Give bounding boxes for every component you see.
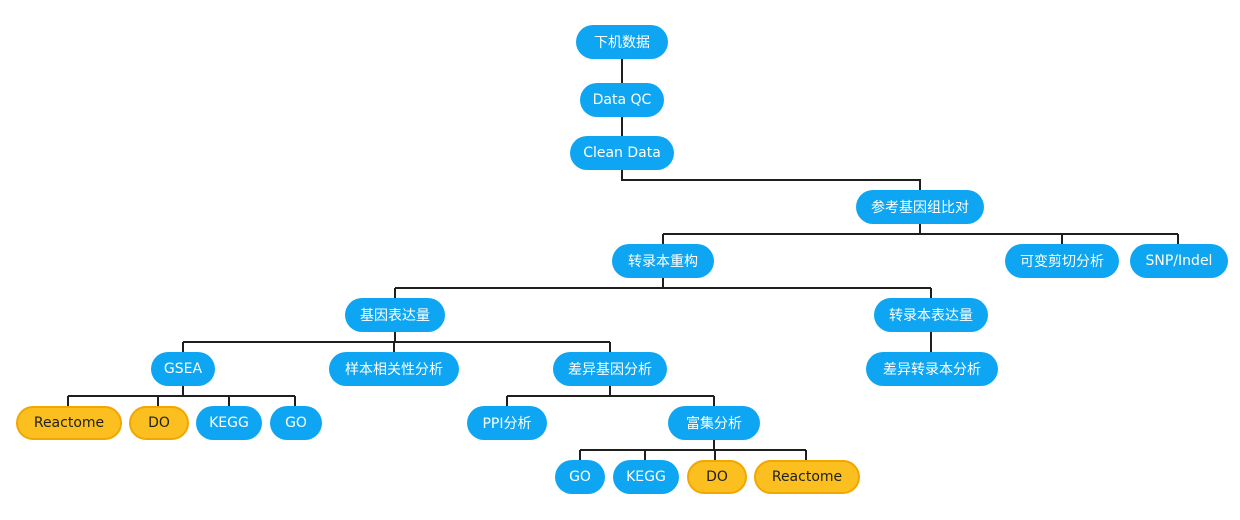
node-transcript-assembly: 转录本重构 [612,244,714,278]
node-gene-expression: 基因表达量 [345,298,445,332]
node-transcript-expression: 转录本表达量 [874,298,988,332]
node-enrichment-analysis: 富集分析 [668,406,760,440]
node-enrich-go: GO [555,460,605,494]
node-data-qc: Data QC [580,83,664,117]
node-raw-data: 下机数据 [576,25,668,59]
node-differential-genes: 差异基因分析 [553,352,667,386]
node-enrich-reactome: Reactome [754,460,860,494]
node-enrich-kegg: KEGG [613,460,679,494]
node-alternative-splicing: 可变剪切分析 [1005,244,1119,278]
node-enrich-do: DO [687,460,747,494]
node-gsea-do: DO [129,406,189,440]
node-gsea-kegg: KEGG [196,406,262,440]
node-gsea-go: GO [270,406,322,440]
node-ppi-analysis: PPI分析 [467,406,547,440]
node-sample-correlation: 样本相关性分析 [329,352,459,386]
node-clean-data: Clean Data [570,136,674,170]
node-reference-alignment: 参考基因组比对 [856,190,984,224]
node-differential-transcripts: 差异转录本分析 [866,352,998,386]
node-gsea: GSEA [151,352,215,386]
node-snp-indel: SNP/Indel [1130,244,1228,278]
node-gsea-reactome: Reactome [16,406,122,440]
